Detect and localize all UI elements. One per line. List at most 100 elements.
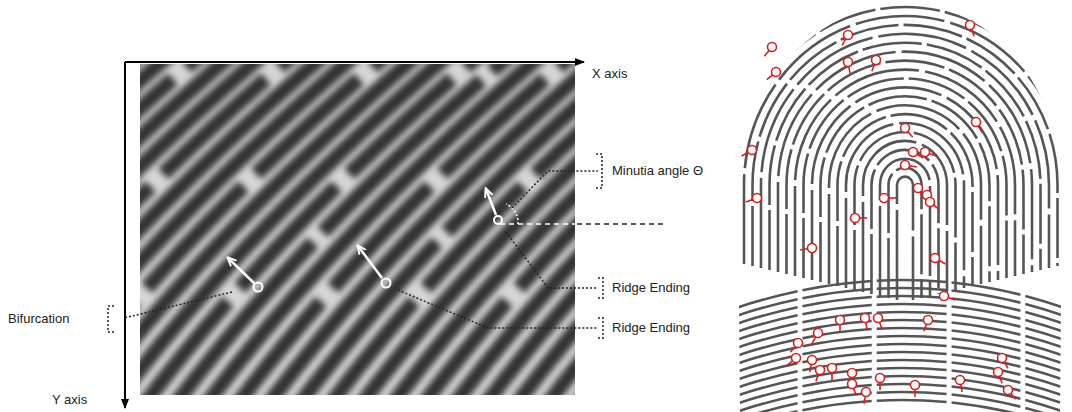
fingerprint-ridge [744,16,1066,264]
minutia-marker [844,58,853,67]
minutia-direction [866,322,867,329]
minutia-direction [972,29,975,36]
annotation-label: Ridge Ending [612,320,690,336]
minutia-marker [901,124,910,133]
minutia-arrows [228,189,502,292]
minutia-marker [914,184,923,193]
minutia-direction [872,64,875,71]
minutia-marker [931,254,940,263]
ridge-stripes [140,64,575,395]
minutia-arrow [358,246,382,278]
minutia-arrow [486,189,496,215]
minutia-direction [909,166,916,167]
fingerprint-ridge [812,87,998,280]
bracket [108,306,114,332]
minutia-marker [748,146,757,155]
minutia-marker [828,364,837,373]
minutia-direction [787,361,793,366]
brackets [108,154,603,338]
fingerprint-ridge [730,400,1070,412]
reference-line [577,223,665,225]
minutia-direction [767,75,773,80]
minutia-marker [768,43,777,52]
minutia-marker [872,56,881,65]
fingerprint-ridge [727,0,1072,260]
minutia-marker [862,388,871,397]
minutia-marker [909,148,918,157]
minutia-direction [1011,393,1016,399]
minutia-marker [792,354,801,363]
y-axis [124,62,126,408]
minutia-marker [851,214,860,223]
ridge-stripe [388,64,575,395]
minutia-direction [1004,362,1008,368]
ridge-stripe [574,64,575,395]
minutia-marker [836,316,845,325]
minutia-direction [978,126,982,132]
x-axis [125,61,584,63]
minutia-direction [842,39,846,45]
minutia-direction [924,324,927,331]
minutia-marker [880,194,889,203]
fingerprint-ridge [753,25,1058,266]
minutia-arrow [228,258,254,283]
fingerprint-ridge [761,34,1049,268]
minutia-marker [808,356,817,365]
fingerprint-ridge [838,114,973,286]
minutia-direction [860,217,868,219]
minutia-marker [972,118,981,127]
minutia-marker [844,31,853,40]
minutia-marker [848,369,857,378]
ridge-stripe [512,64,575,395]
minutia-direction [939,260,945,264]
minutia-marker [901,161,910,170]
minutia-marker [876,374,885,383]
minutia-direction [908,131,913,137]
minutia-direction [810,364,811,371]
minutia-marker [1004,386,1013,395]
fingerprint-ridge [730,392,1070,412]
annotation-label: Bifurcation [8,311,69,327]
minutia-marker [772,68,781,77]
leader-lines [124,171,598,328]
minutia-marker [848,380,857,389]
minutia-dot [494,216,502,224]
fingerprint-ridge [855,132,956,290]
minutia-direction [889,197,897,199]
minutia-direction [914,390,916,398]
minutia-direction [948,298,955,301]
minutia-marker [808,244,817,253]
minutia-marker [816,366,825,375]
minutia-direction [839,325,841,333]
minutia-direction [854,388,857,395]
minutia-direction [880,322,883,329]
ridge-patch [140,64,575,395]
minutia-direction [1000,376,1003,383]
minutia-direction [790,346,795,352]
leader-line [512,171,598,208]
fingerprint-ridge [846,123,964,288]
leader-line [398,290,598,328]
leader-line [506,232,598,288]
minutia-marker [874,314,883,323]
fingerprint [719,0,1072,412]
minutia-direction [961,384,962,391]
bracket [598,318,603,338]
minutia-direction [933,205,939,210]
minutia-marker [924,316,933,325]
minutia-direction [929,154,936,157]
annotation-label: X axis [592,66,627,82]
minutia-marker [940,292,949,301]
fingerprint-ridge [787,61,1024,274]
fingerprint-ridge [872,150,939,294]
minutia-marker [753,194,762,203]
fingerprint-ridge [804,78,1007,278]
minutia-direction [879,383,881,391]
minutia-dot [254,283,263,292]
minutia-direction [742,152,748,156]
fingerprint-ridge [795,70,1015,276]
ridge-stripe [543,64,575,395]
minutia-direction [800,249,807,250]
minutia-direction [849,66,850,73]
